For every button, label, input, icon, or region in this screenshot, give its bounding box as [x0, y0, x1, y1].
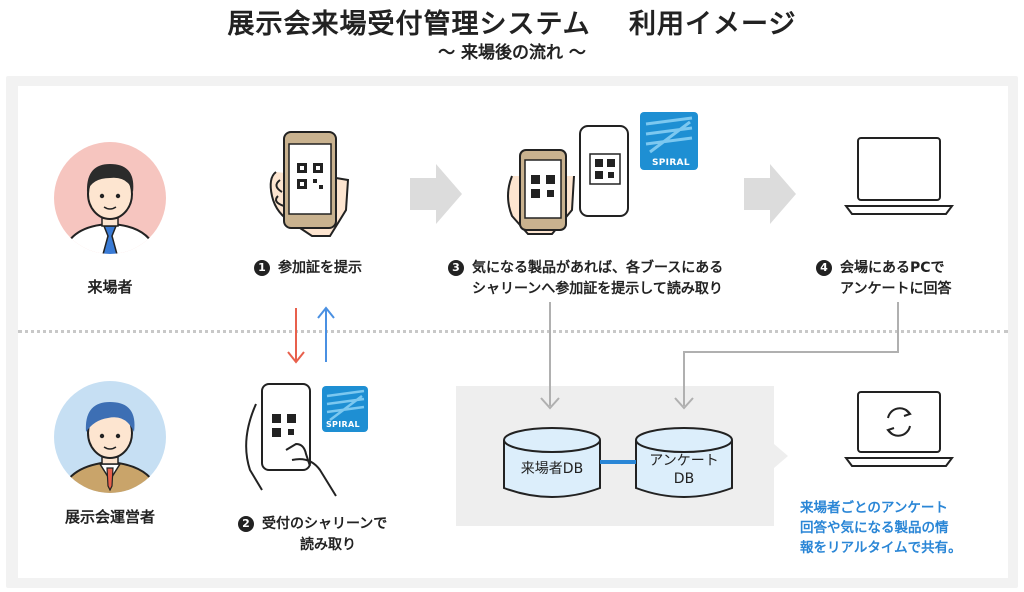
share-description: 来場者ごとのアンケート 回答や気になる製品の情 報をリアルタイムで共有。 [800, 500, 962, 556]
step-text: シャリーンへ参加証を提示して読み取り [472, 281, 723, 297]
step-text: アンケートに回答 [840, 281, 952, 297]
flow-arrow-right-1 [410, 164, 462, 224]
step-text: 参加証を提示 [278, 260, 362, 276]
step-number: 2 [238, 516, 254, 532]
step-text: 気になる製品があれば、各ブースにある [472, 260, 724, 276]
survey-db-label: アンケート DB [649, 453, 719, 487]
organizer-avatar [54, 381, 166, 493]
share-pointer [774, 444, 788, 468]
laptop-icon [844, 137, 954, 215]
phone-scan-icon [507, 125, 629, 235]
step-number: 1 [254, 260, 270, 276]
sync-laptop-icon [844, 391, 954, 467]
visitor-label: 来場者 [87, 278, 133, 296]
phone-with-qr-icon [269, 131, 350, 237]
organizer-label: 展示会運営者 [64, 508, 155, 526]
step-1: 1 参加証を提示 [254, 258, 362, 279]
role-divider [18, 330, 1008, 333]
step-2: 2 受付のシャリーンで 読み取り [238, 514, 387, 556]
visitor-db-cylinder [503, 427, 601, 498]
step-text: 会場にあるPCで [840, 260, 945, 276]
step-number: 3 [448, 260, 464, 276]
step-3: 3 気になる製品があれば、各ブースにある シャリーンへ参加証を提示して読み取り [448, 258, 723, 300]
spiral-logo-text: SPIRAL [652, 158, 690, 168]
flow-connectors [540, 302, 899, 410]
visitor-avatar [54, 142, 166, 254]
flow-arrow-right-2 [744, 164, 796, 224]
spiral-logo [322, 386, 368, 432]
scan-exchange-arrows [287, 306, 335, 364]
step-text: 受付のシャリーンで [262, 516, 388, 532]
page-title: 展示会来場受付管理システム 利用イメージ [227, 9, 797, 40]
spiral-logo-text: SPIRAL [326, 420, 360, 429]
spiral-logo [640, 112, 698, 170]
step-text: 読み取り [300, 537, 356, 553]
survey-db-cylinder [635, 427, 733, 498]
page-subtitle: 〜 来場後の流れ 〜 [438, 43, 586, 63]
reader-phone-icon [245, 383, 337, 497]
step-4: 4 会場にあるPCで アンケートに回答 [816, 258, 951, 300]
step-number: 4 [816, 260, 832, 276]
visitor-db-label: 来場者DB [520, 461, 584, 477]
